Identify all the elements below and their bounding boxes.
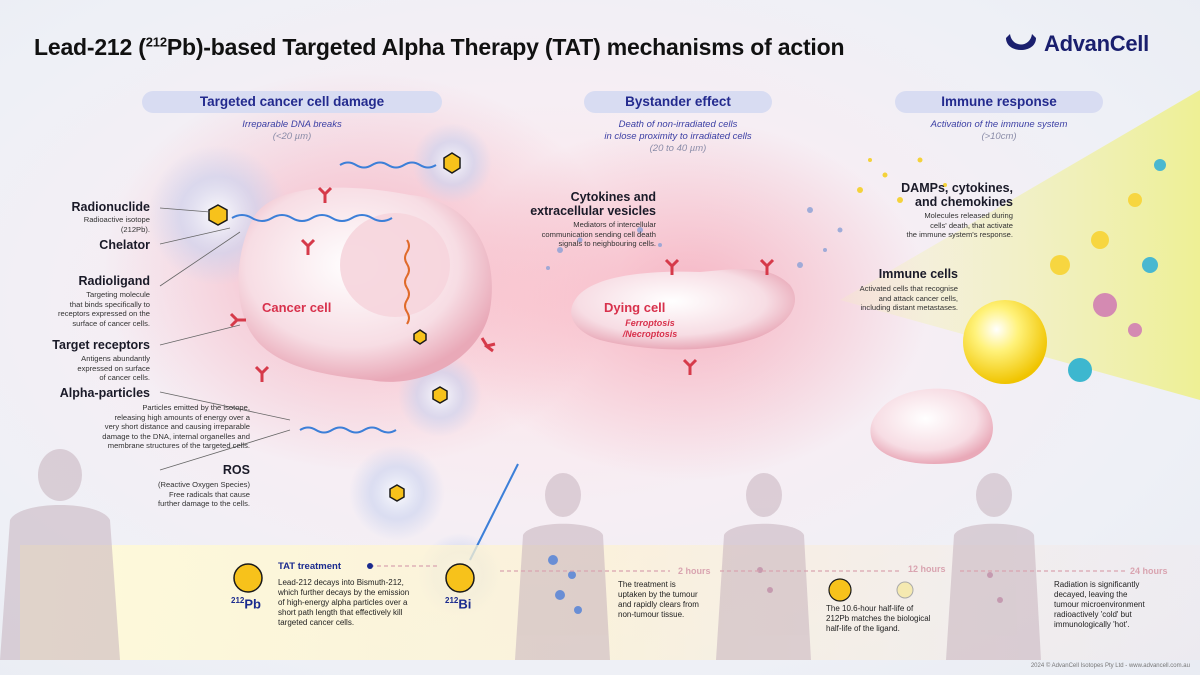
bi-isotope-label: 212Bi xyxy=(445,596,472,612)
target-receptors-desc: Antigens abundantly expressed on surface… xyxy=(77,354,150,382)
tat-treatment-heading: TAT treatment xyxy=(278,561,341,572)
alpha-particles-label: Alpha-particles xyxy=(59,386,150,400)
immune-cells-desc: Activated cells that recognise and attac… xyxy=(859,284,958,312)
ros-desc: (Reactive Oxygen Species) Free radicals … xyxy=(157,480,250,508)
section-immune-subtitle: Activation of the immune system (>10cm) xyxy=(930,119,1068,142)
ros-label: ROS xyxy=(222,463,250,477)
damps-desc: Molecules released during cells' death, … xyxy=(906,211,1013,239)
damps-label: DAMPs, cytokines, and chemokines xyxy=(901,181,1013,209)
timeline-24h-text: Radiation is significantly decayed, leav… xyxy=(1054,580,1145,629)
timeline-24h: 24 hours xyxy=(1130,566,1168,576)
timeline-2h-text: The treatment is uptaken by the tumour a… xyxy=(618,580,699,619)
section-immune-title: Immune response xyxy=(895,91,1103,113)
section-targeted-damage-subtitle: Irreparable DNA breaks (<20 µm) xyxy=(242,119,342,142)
timeline-12h: 12 hours xyxy=(908,564,946,574)
radionuclide-label: Radionuclide xyxy=(71,200,150,214)
timeline-12h-text: The 10.6-hour half-life of 212Pb matches… xyxy=(826,604,931,633)
radionuclide-desc: Radioactive isotope (212Pb). xyxy=(83,215,150,234)
immune-cells-label: Immune cells xyxy=(878,267,958,281)
cytokines-desc: Mediators of intercellular communication… xyxy=(541,220,656,248)
radioligand-label: Radioligand xyxy=(78,274,150,288)
dying-cell-sub: Ferroptosis /Necroptosis xyxy=(622,318,678,339)
brand-mark-icon xyxy=(1006,34,1036,50)
radioligand-desc: Targeting molecule that binds specifical… xyxy=(57,290,150,328)
cytokines-label: Cytokines and extracellular vesicles xyxy=(530,190,656,218)
chelator-label: Chelator xyxy=(99,238,150,252)
timeline-2h: 2 hours xyxy=(678,566,711,576)
dying-cell-label: Dying cell xyxy=(604,300,666,315)
tat-treatment-text: Lead-212 decays into Bismuth-212, which … xyxy=(278,578,410,627)
brand-name: AdvanCell xyxy=(1044,31,1149,56)
section-bystander-subtitle: Death of non-irradiated cells in close p… xyxy=(604,119,752,154)
page-title: Lead-212 (212Pb)-based Targeted Alpha Th… xyxy=(34,34,845,60)
section-bystander-title: Bystander effect xyxy=(584,91,772,113)
brand-logo: AdvanCell xyxy=(1004,30,1149,58)
section-targeted-damage-title: Targeted cancer cell damage xyxy=(142,91,442,113)
cancer-cell-label: Cancer cell xyxy=(262,300,332,315)
copyright-footer: 2024 © AdvanCell Isotopes Pty Ltd - www.… xyxy=(1030,663,1190,669)
alpha-particles-desc: Particles emitted by the isotope, releas… xyxy=(102,403,250,450)
target-receptors-label: Target receptors xyxy=(52,338,150,352)
pb-isotope-label: 212Pb xyxy=(231,596,261,612)
